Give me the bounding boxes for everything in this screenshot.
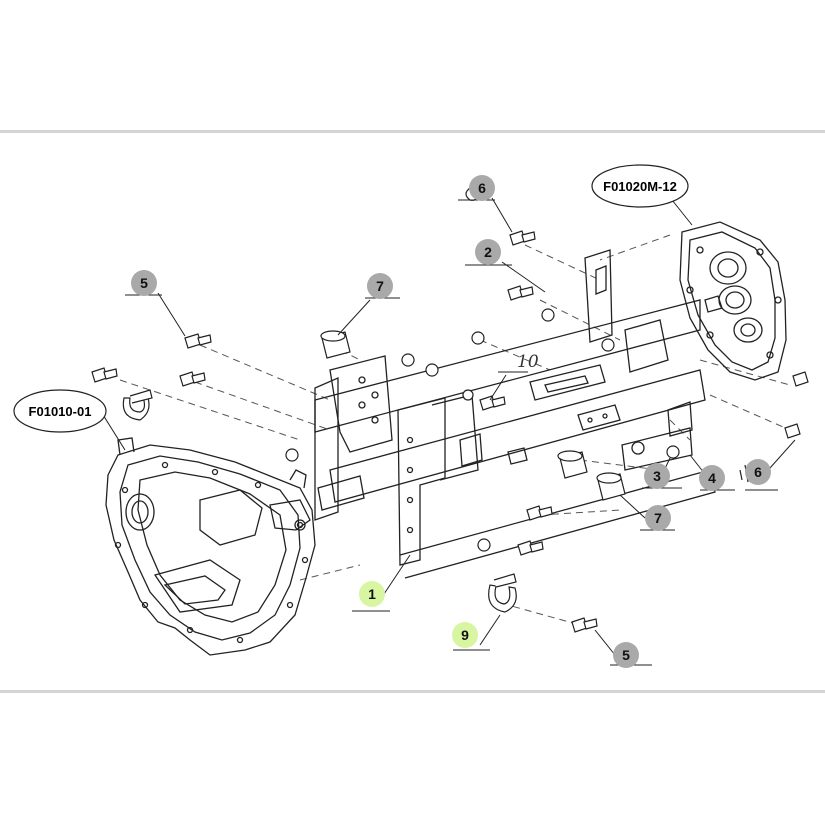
callout-circle [452, 622, 478, 648]
callout-c6-top: 6 [469, 175, 495, 201]
clamp [122, 389, 153, 421]
callout-markers: 6 2 5 7 3 4 6 7 1 9 5 [131, 175, 771, 668]
callout-number: 7 [654, 510, 662, 526]
callout-c5-right: 5 [613, 642, 639, 668]
callout-c9: 9 [452, 622, 478, 648]
bolt [517, 540, 544, 556]
callout-number: 9 [461, 627, 469, 643]
callout-number: 5 [622, 647, 630, 663]
handwritten-label-10: 10 [517, 352, 539, 372]
ref-left-text: F01010-01 [29, 404, 92, 419]
bolt [784, 423, 801, 439]
bolt [91, 367, 118, 383]
bolt [184, 333, 212, 349]
callout-number: 3 [653, 468, 661, 484]
clamp [488, 573, 517, 613]
bolt [571, 617, 598, 633]
ref-left-label: F01010-01 [13, 389, 107, 433]
callout-circle [699, 465, 725, 491]
bolt [479, 395, 506, 411]
bushing [557, 450, 588, 479]
main-frame-part [314, 249, 716, 579]
bolt [526, 505, 553, 521]
ref-right-text: F01020M-12 [603, 179, 677, 194]
callout-circle [645, 505, 671, 531]
frame-bottom-border [0, 690, 825, 693]
bolt [509, 230, 536, 246]
callout-c6-right: 6 [745, 459, 771, 485]
callout-c3: 3 [644, 463, 670, 489]
callout-c4: 4 [699, 465, 725, 491]
callout-circle [359, 581, 385, 607]
callout-circle [475, 239, 501, 265]
bushing [320, 330, 351, 359]
gearbox-plate-part [679, 221, 787, 381]
callout-c5-left: 5 [131, 270, 157, 296]
callout-number: 6 [478, 180, 486, 196]
frame-top-border [0, 130, 825, 133]
ref-right-label: F01020M-12 [591, 164, 689, 208]
callout-c2: 2 [475, 239, 501, 265]
callout-c7-right: 7 [645, 505, 671, 531]
callout-circle [131, 270, 157, 296]
bellhousing-part [105, 437, 316, 656]
callout-circle [367, 273, 393, 299]
callout-number: 5 [140, 275, 148, 291]
callout-number: 4 [708, 470, 716, 486]
bolt [792, 371, 809, 387]
callout-number: 1 [368, 586, 376, 602]
callout-circle [745, 459, 771, 485]
bolt [507, 285, 534, 301]
callout-number: 7 [376, 278, 384, 294]
callout-circle [644, 463, 670, 489]
bushing [596, 472, 626, 501]
callout-c1: 1 [359, 581, 385, 607]
callout-circle [469, 175, 495, 201]
callout-circle [613, 642, 639, 668]
callout-c7-top: 7 [367, 273, 393, 299]
callout-number: 6 [754, 464, 762, 480]
callout-number: 2 [484, 244, 492, 260]
bolt [179, 371, 206, 387]
